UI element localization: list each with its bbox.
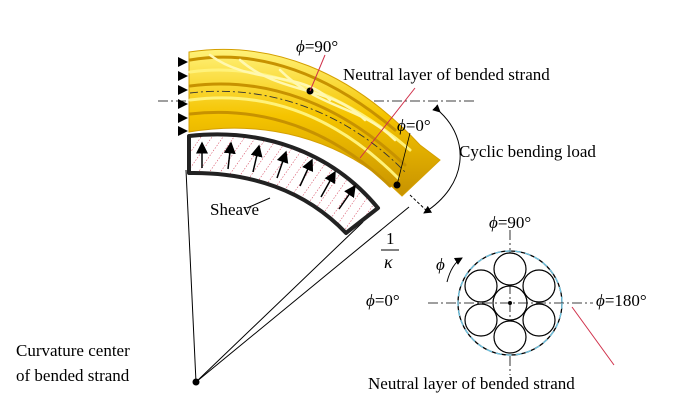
label-curvature-center-2: of bended strand [16, 366, 130, 385]
bended-strand [188, 49, 441, 197]
phi-0-leader [396, 132, 411, 186]
radius-label: 1 κ [381, 229, 399, 272]
strand-cross-section [428, 230, 593, 375]
label-section-phi: ϕ [436, 255, 445, 274]
label-section-phi-180: ϕ=180° [596, 291, 647, 310]
cyclic-bending-arrow [423, 104, 461, 214]
sheave-leader [246, 197, 271, 209]
phi-90-leader [309, 54, 326, 92]
neutral-bottom-leader [571, 306, 615, 366]
label-section-phi-90: ϕ=90° [489, 213, 531, 232]
label-curvature-center-1: Curvature center [16, 341, 130, 360]
construction-lines [185, 169, 410, 383]
label-neutral-layer-bottom: Neutral layer of bended strand [368, 374, 575, 393]
sheave-pressure-arrows [196, 141, 356, 210]
label-phi-0-top: ϕ=0° [397, 116, 431, 135]
kappa-denominator: κ [384, 252, 393, 272]
sheave [187, 132, 380, 235]
kappa-numerator: 1 [386, 229, 395, 248]
neutral-top-leader [359, 87, 416, 159]
label-phi-90-top: ϕ=90° [296, 37, 338, 56]
phi-direction-arrow [446, 257, 463, 283]
label-cyclic-bending-load: Cyclic bending load [459, 142, 596, 161]
curvature-center-point [192, 378, 200, 386]
label-neutral-layer-top: Neutral layer of bended strand [343, 65, 550, 84]
strand-neutral-axis [189, 90, 406, 173]
fixed-end-supports [178, 57, 188, 136]
label-section-phi-0: ϕ=0° [366, 291, 400, 310]
label-sheave: Sheave [210, 200, 259, 219]
